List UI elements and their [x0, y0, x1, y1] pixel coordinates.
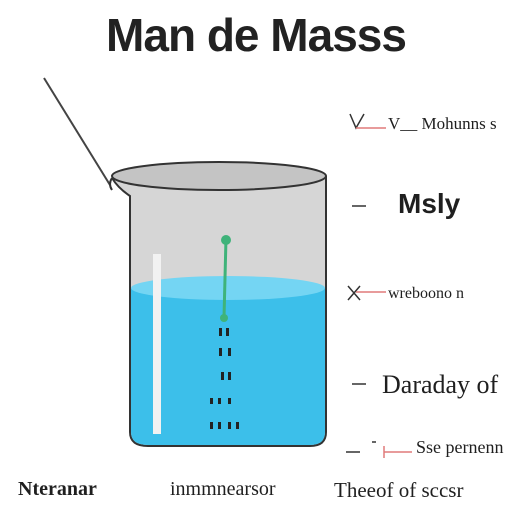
thermometer-top	[221, 235, 231, 245]
page-title: Man de Masss	[106, 9, 407, 61]
bottom-label-1: Nteranar	[18, 478, 97, 500]
beaker-rim	[111, 161, 327, 191]
label-1: V__ Mohunns s	[388, 114, 497, 133]
water	[131, 288, 325, 445]
label-pointers	[346, 113, 412, 458]
thermometer-line	[222, 237, 228, 319]
thermometer-bulb	[220, 314, 228, 322]
label-4: Daraday of	[382, 370, 499, 399]
label-3: wreboono n	[388, 285, 464, 302]
label-2: Msly	[398, 188, 461, 219]
stirring-rod	[43, 77, 111, 186]
scale-marks	[210, 328, 239, 429]
water-surface	[131, 276, 325, 300]
glass-highlight	[153, 254, 161, 434]
label-5: Sse pernenn	[416, 437, 504, 457]
bottom-label-3: Theeof of sccsr	[334, 478, 464, 502]
bottom-label-2: inmmnearsor	[170, 478, 276, 500]
beaker-spout	[109, 177, 113, 191]
